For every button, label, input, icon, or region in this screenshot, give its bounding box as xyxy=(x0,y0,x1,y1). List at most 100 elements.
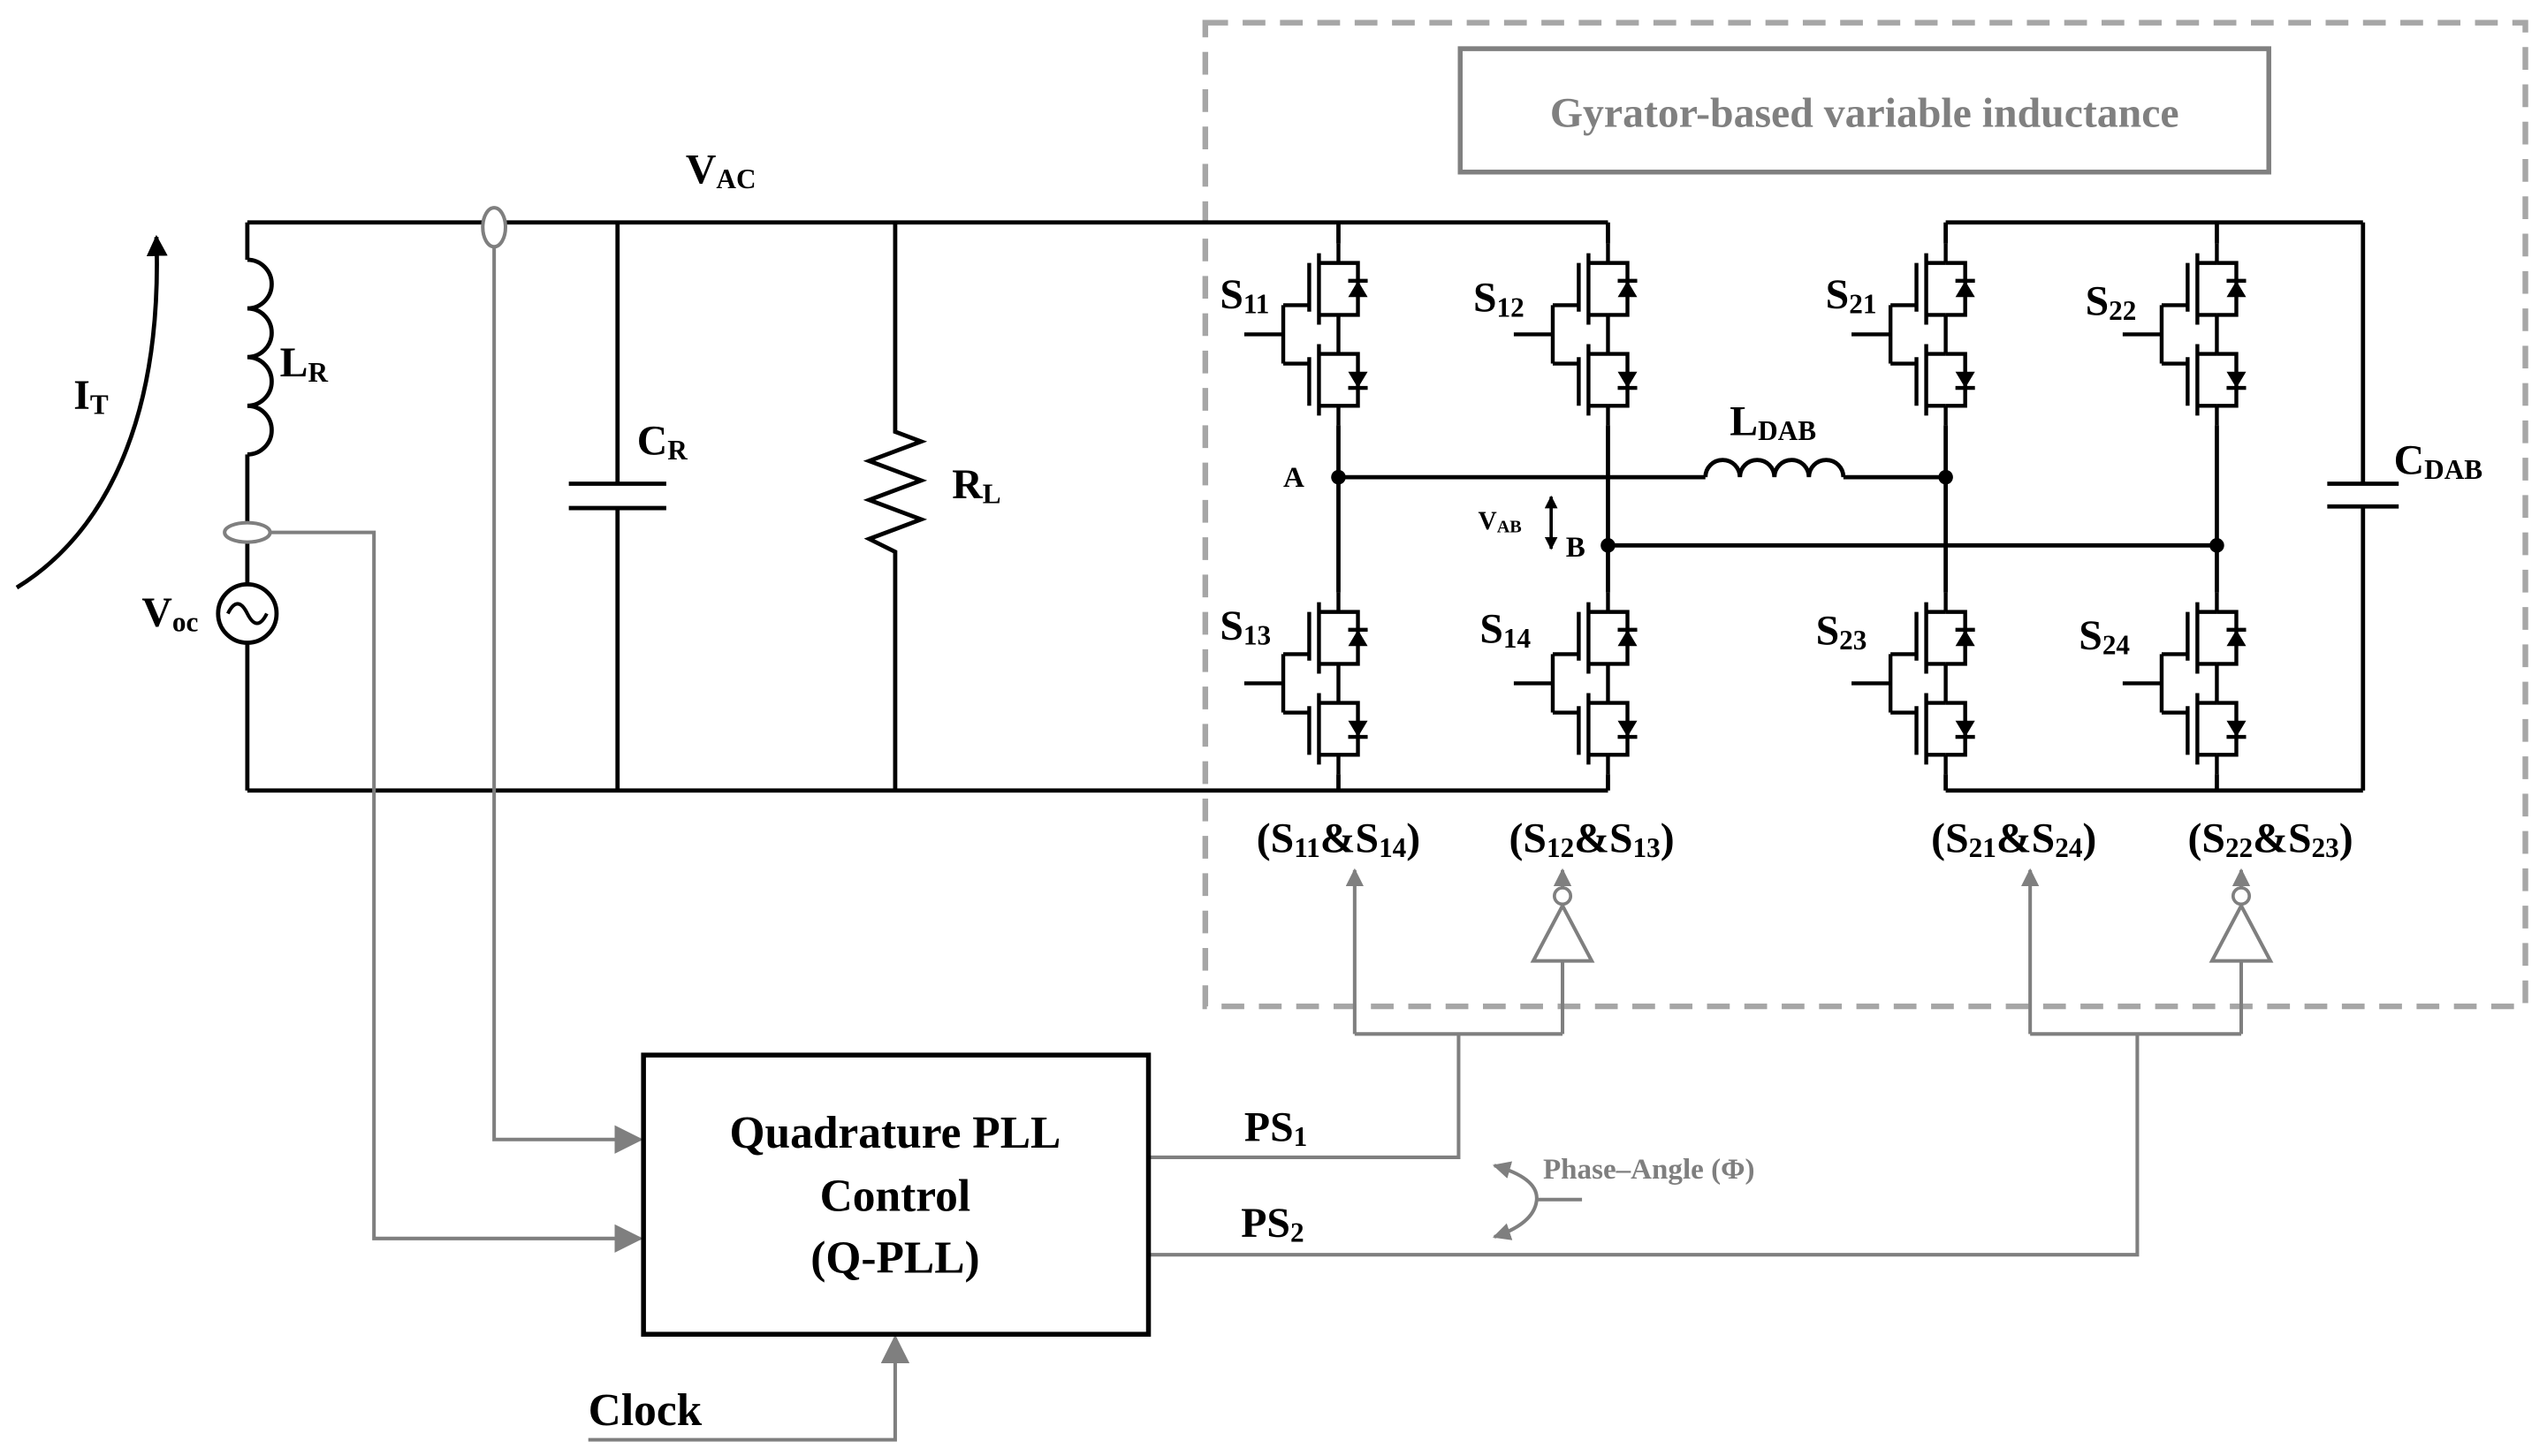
switch-s11-symbol xyxy=(1244,244,1368,426)
label-ps2: PS2 xyxy=(1241,1200,1304,1248)
clock-signal xyxy=(588,1334,910,1442)
label-subscript: 2 xyxy=(1290,1217,1304,1247)
gate-subscript: 22 xyxy=(2225,832,2253,863)
switch-s12-symbol xyxy=(1514,244,1638,426)
label-subscript: 21 xyxy=(1849,289,1876,320)
gate-subscript: 21 xyxy=(1969,832,1996,863)
current-sensor-icon xyxy=(223,520,272,544)
gate-text: (S xyxy=(2187,815,2224,862)
gate-text: &S xyxy=(1574,815,1632,862)
label-base: S xyxy=(2086,277,2110,324)
inverter-bubble-icon xyxy=(1553,886,1573,906)
controller-line3: (Q-PLL) xyxy=(810,1232,979,1283)
inductor-lr-coil xyxy=(247,257,274,457)
switch-s24-symbol xyxy=(2123,593,2247,775)
label-subscript: 22 xyxy=(2109,295,2136,326)
label-subscript: 11 xyxy=(1243,289,1270,320)
controller-line2: Control xyxy=(820,1172,971,1222)
resistor-rl-icon xyxy=(863,222,928,791)
gate-text: (S xyxy=(1931,815,1968,862)
label-base: S xyxy=(1220,271,1243,318)
gate-group-label: (S12&S13) xyxy=(1509,815,1675,864)
title-box-text: Gyrator-based variable inductance xyxy=(1550,89,2179,136)
label-vab: VAB xyxy=(1478,507,1521,537)
switch-label-s23: S23 xyxy=(1816,607,1867,656)
inverter-bubble-icon xyxy=(2231,886,2252,906)
label-subscript: oc xyxy=(172,607,199,638)
label-base: S xyxy=(2079,612,2102,659)
gate-group-label: (S21&S24) xyxy=(1931,815,2096,864)
switch-label-s24: S24 xyxy=(2079,612,2130,661)
node-a-label: A xyxy=(1283,462,1304,494)
switch-s14-symbol xyxy=(1514,593,1638,775)
switch-s23-symbol xyxy=(1851,593,1975,775)
inductor-ldab-coil xyxy=(1703,458,1846,478)
gate-text: (S xyxy=(1509,815,1547,862)
label-ldab: LDAB xyxy=(1730,398,1816,446)
label-base: V xyxy=(686,147,716,193)
ac-source-icon xyxy=(216,582,279,645)
label-base: S xyxy=(1220,603,1243,649)
ps1-signal xyxy=(1148,960,1565,1159)
node-b-dot xyxy=(1600,538,1616,553)
label-voc: Voc xyxy=(141,589,198,638)
label-subscript: L xyxy=(983,479,1001,510)
switch-label-s11: S11 xyxy=(1220,271,1269,320)
label-base: S xyxy=(1479,606,1503,653)
gate-text: (S xyxy=(1257,815,1294,862)
label-subscript: DAB xyxy=(1758,415,1816,446)
label-subscript: AB xyxy=(1497,518,1522,537)
gate-text: ) xyxy=(2082,815,2096,862)
capacitor-cr-icon xyxy=(568,222,666,791)
label-rl: RL xyxy=(952,461,1000,510)
gate-text: ) xyxy=(1661,815,1675,862)
switch-label-s21: S21 xyxy=(1826,271,1877,320)
label-base: L xyxy=(1730,398,1758,444)
junction-dot xyxy=(2209,538,2224,553)
label-subscript: 13 xyxy=(1243,619,1271,650)
switch-s22-symbol xyxy=(2123,244,2247,426)
label-cr: CR xyxy=(637,417,688,466)
it-current-arrow xyxy=(15,234,168,590)
label-subscript: AC xyxy=(716,163,756,194)
current-sense-signal xyxy=(270,530,643,1253)
label-base: I xyxy=(73,372,90,419)
ps2-signal xyxy=(1148,960,2244,1257)
junction-dot xyxy=(1938,469,1953,485)
node-a-dot xyxy=(1331,469,1346,485)
switch-label-s22: S22 xyxy=(2086,277,2137,326)
qpll-controller-box xyxy=(641,1052,1152,1337)
inverter-icon xyxy=(1530,901,1595,963)
clock-label: Clock xyxy=(589,1385,703,1436)
voltage-sensor-icon xyxy=(481,206,508,249)
label-subscript: 24 xyxy=(2102,629,2131,660)
label-subscript: T xyxy=(90,389,109,420)
node-b-label: B xyxy=(1566,532,1585,564)
gate-text: &S xyxy=(2253,815,2311,862)
label-base: V xyxy=(141,589,171,636)
label-base: R xyxy=(952,461,983,508)
label-base: V xyxy=(1478,507,1496,535)
switch-label-s12: S12 xyxy=(1473,275,1524,323)
label-base: L xyxy=(280,339,308,386)
label-subscript: 12 xyxy=(1497,292,1524,322)
switch-s21-symbol xyxy=(1851,244,1975,426)
voltage-sense-signal xyxy=(492,246,643,1154)
title-box xyxy=(1457,46,2271,175)
label-base: S xyxy=(1826,271,1850,318)
gate-subscript: 14 xyxy=(1379,832,1407,863)
phase-angle-label: Phase–Angle (Φ) xyxy=(1543,1154,1755,1186)
label-subscript: 23 xyxy=(1839,625,1867,656)
switch-label-s14: S14 xyxy=(1479,606,1531,655)
label-base: S xyxy=(1816,607,1840,654)
gate-subscript: 24 xyxy=(2055,832,2083,863)
gate-text: &S xyxy=(1996,815,2055,862)
label-lr: LR xyxy=(280,339,329,388)
label-subscript: R xyxy=(667,435,688,466)
gate-subscript: 13 xyxy=(1633,832,1661,863)
label-vac: VAC xyxy=(686,147,756,195)
label-subscript: DAB xyxy=(2424,454,2482,485)
inverter-icon xyxy=(2209,901,2274,963)
label-base: S xyxy=(1473,275,1497,322)
